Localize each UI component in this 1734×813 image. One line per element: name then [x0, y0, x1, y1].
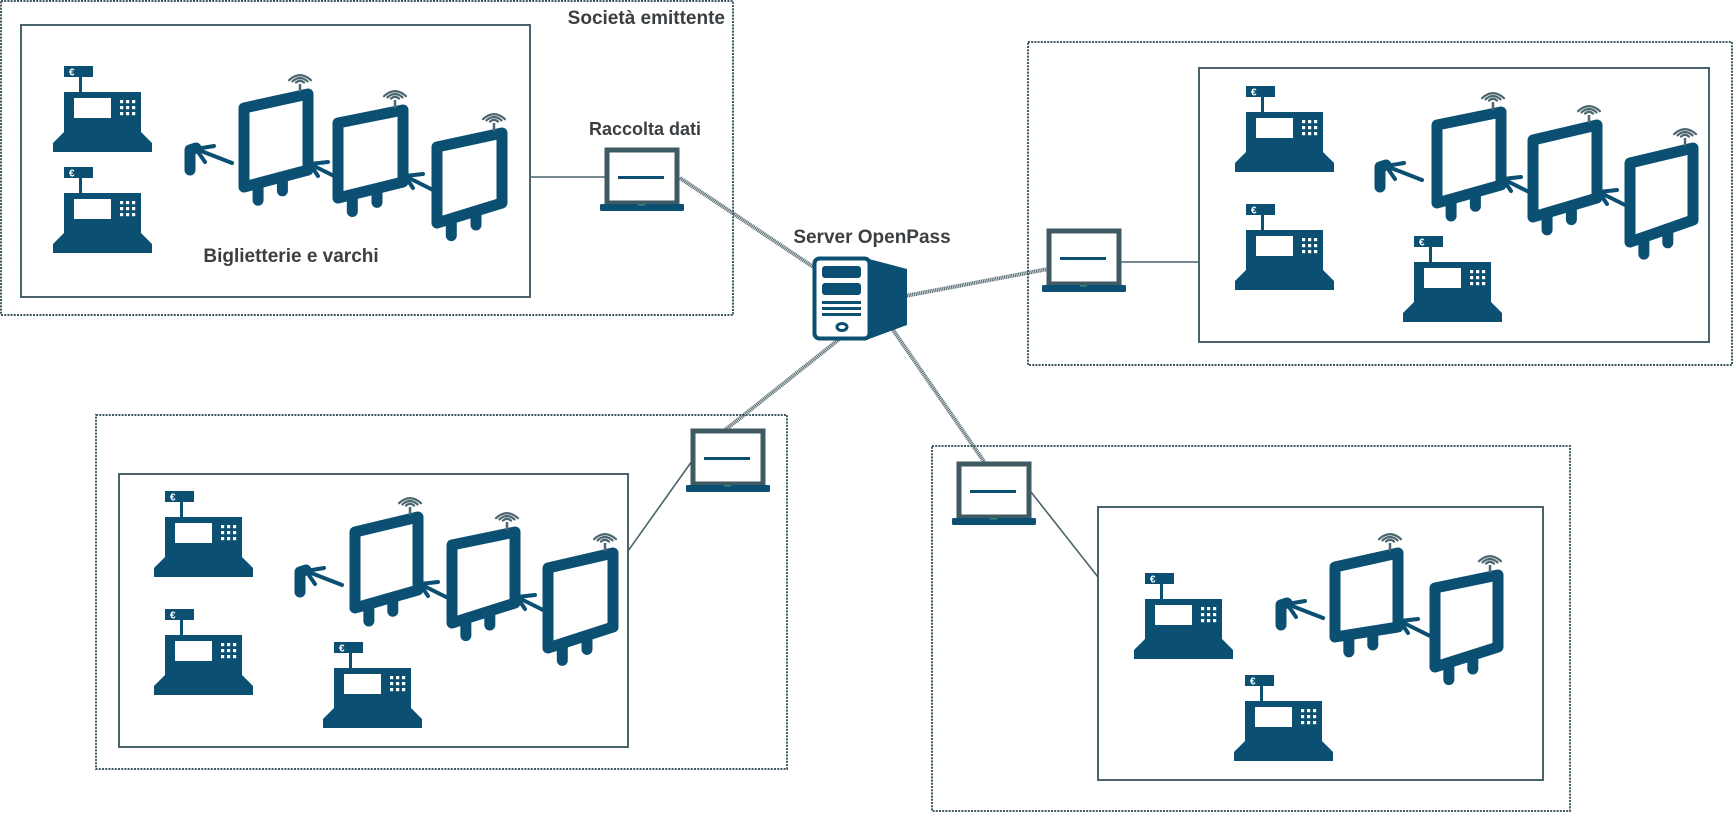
cash-register-icon[interactable]: € [53, 167, 152, 253]
access-gate-icon[interactable] [542, 533, 619, 666]
wifi-icon [1377, 533, 1403, 543]
wifi-icon [1477, 555, 1503, 565]
site-top-left: Società emittente Raccolta dati Bigliett… [0, 0, 734, 316]
collector-label: Raccolta dati [589, 119, 701, 139]
connections [530, 176, 1199, 578]
access-gate-icon[interactable] [238, 74, 344, 206]
turnstile-reader-icon[interactable] [1374, 159, 1424, 193]
access-gate-icon[interactable] [1429, 555, 1504, 686]
site-top-right [1027, 41, 1733, 366]
laptop-icon[interactable] [686, 428, 770, 492]
access-gate-icon[interactable] [332, 90, 439, 217]
wifi-icon [1576, 105, 1602, 115]
site-boundary [95, 414, 788, 770]
link-bottom-left-venue [627, 460, 693, 552]
turnstile-reader-icon[interactable] [294, 564, 344, 598]
venue-box [20, 24, 531, 298]
devices: € € € € € € € € € € [53, 66, 1699, 761]
turnstile-reader-icon[interactable] [184, 142, 234, 176]
cash-register-icon[interactable]: € [1235, 86, 1334, 172]
euro-glyph: € [69, 68, 75, 79]
server-label: Server OpenPass [793, 227, 950, 248]
access-gate-icon[interactable] [431, 113, 508, 242]
euro-glyph: € [1251, 206, 1257, 217]
cash-register-icon[interactable]: € [154, 491, 253, 577]
cash-register-icon[interactable]: € [1403, 236, 1502, 322]
wifi-icon [1672, 128, 1698, 138]
link-bottom-right-venue [1030, 491, 1099, 578]
site-boundary [1027, 41, 1733, 366]
site-bottom-left [95, 414, 788, 770]
trunk-bottom-left [723, 335, 844, 432]
cash-register-icon[interactable]: € [53, 66, 152, 152]
wifi-icon [1480, 92, 1506, 102]
wifi-icon [382, 90, 408, 100]
cash-register-icon[interactable]: € [323, 642, 422, 728]
turnstile-reader-icon[interactable] [1275, 597, 1325, 631]
venue-box [1097, 506, 1544, 781]
euro-glyph: € [170, 611, 176, 622]
cash-register-icon[interactable]: € [1134, 573, 1233, 659]
euro-glyph: € [1150, 575, 1156, 586]
laptop-icon[interactable] [600, 147, 684, 211]
cash-register-icon[interactable]: € [1234, 675, 1333, 761]
site-bottom-right [931, 445, 1571, 812]
euro-glyph: € [69, 169, 75, 180]
wifi-icon [592, 533, 618, 543]
cash-register-icon[interactable]: € [154, 609, 253, 695]
trunk-top-left [678, 176, 817, 270]
venue-label: Biglietterie e varchi [203, 246, 378, 267]
turnstile-arms [1398, 617, 1434, 639]
euro-glyph: € [339, 644, 345, 655]
access-gate-icon[interactable] [446, 512, 551, 642]
euro-glyph: € [1251, 88, 1257, 99]
access-gate-icon[interactable] [1527, 105, 1633, 236]
server-tower-icon[interactable] [812, 256, 908, 341]
venue-box [1198, 67, 1710, 343]
site-boundary [0, 0, 734, 316]
laptop-icon[interactable] [1042, 228, 1126, 292]
wifi-icon [397, 497, 423, 507]
cash-register-icon[interactable]: € [1235, 204, 1334, 290]
wifi-icon [494, 512, 520, 522]
access-gate-icon[interactable] [1431, 92, 1537, 222]
venue-box [118, 473, 629, 748]
euro-glyph: € [1419, 238, 1425, 249]
wifi-icon [481, 113, 507, 123]
access-gate-icon[interactable] [349, 497, 454, 627]
wifi-icon [287, 74, 313, 84]
euro-glyph: € [170, 493, 176, 504]
access-gate-icon[interactable] [1624, 128, 1699, 260]
laptop-icon[interactable] [952, 461, 1036, 525]
trunk-top-right [904, 267, 1049, 298]
trunk-bottom-right [889, 325, 987, 465]
access-gate-icon[interactable] [1329, 533, 1434, 658]
site-boundary [931, 445, 1571, 812]
euro-glyph: € [1250, 677, 1256, 688]
issuer-label: Società emittente [568, 8, 725, 29]
